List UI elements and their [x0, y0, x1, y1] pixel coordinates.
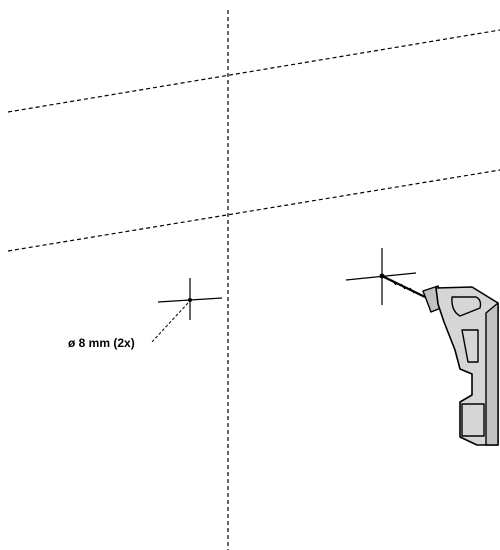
lower-guide-line	[7, 169, 500, 252]
upper-guide-line	[7, 29, 500, 113]
hole-callout-leader	[150, 302, 189, 344]
left-hole-crosshair	[157, 278, 223, 320]
hole-size-label: ø 8 mm (2x)	[68, 336, 135, 350]
right-hole-crosshair	[345, 248, 417, 305]
power-drill-icon	[381, 275, 499, 446]
